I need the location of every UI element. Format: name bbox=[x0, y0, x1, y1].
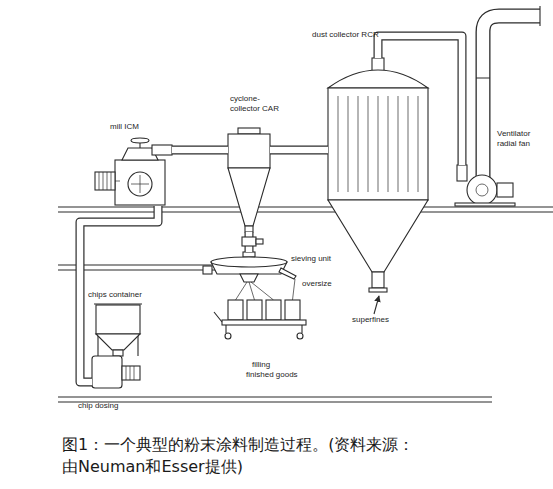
pipe-connector bbox=[80, 206, 158, 382]
dust-collector-illustration bbox=[328, 58, 428, 292]
collector-dome bbox=[328, 70, 428, 88]
equipment-node: chips container bbox=[92, 302, 145, 388]
hopper-frame bbox=[94, 304, 142, 356]
cart-platform bbox=[222, 320, 306, 325]
drum bbox=[228, 300, 243, 320]
fan-motor bbox=[497, 183, 513, 197]
sieve-discharge bbox=[240, 274, 258, 282]
rotary-valve bbox=[242, 237, 256, 246]
figure-caption: 图1：一个典型的粉末涂料制造过程。(资料来源： 由Neuman和Esser提供) bbox=[62, 434, 422, 478]
pipe-connector bbox=[270, 149, 328, 150]
leader-arrow bbox=[374, 296, 379, 314]
part-label: chip dosing bbox=[78, 401, 118, 411]
exhaust-stack bbox=[483, 16, 540, 178]
collector-flange bbox=[369, 288, 387, 292]
part-label: superfines bbox=[352, 315, 389, 325]
equipment-label: dust collector RCR bbox=[312, 30, 379, 40]
cyclone-cylinder bbox=[228, 134, 270, 168]
chips-container-illustration bbox=[92, 304, 142, 388]
plant-details bbox=[242, 237, 263, 246]
fan-base bbox=[455, 203, 515, 206]
floor-lines bbox=[58, 207, 553, 402]
dosing-motor bbox=[122, 366, 140, 380]
drum bbox=[266, 300, 281, 320]
fan-volute bbox=[467, 175, 497, 205]
oversize-spout bbox=[279, 268, 296, 279]
collector-cylinder bbox=[328, 88, 428, 200]
cart-wheel bbox=[225, 333, 231, 339]
motor-fins bbox=[126, 366, 134, 380]
stack-hood bbox=[476, 6, 540, 78]
equipment-label: Ventilator radial fan bbox=[497, 129, 542, 149]
mill-illustration bbox=[95, 138, 172, 205]
exhaust-stack-bore bbox=[483, 16, 540, 178]
equipment-node: Ventilator radial fan bbox=[452, 165, 515, 206]
part-label: filling finished goods bbox=[246, 360, 299, 380]
pipe-wall bbox=[172, 145, 228, 154]
filling-hoses bbox=[236, 279, 296, 300]
pipe-bore bbox=[172, 147, 228, 154]
drum bbox=[247, 300, 262, 320]
sieve-inlet bbox=[243, 252, 255, 257]
equipment-node: cyclone- collector CAR bbox=[228, 128, 270, 232]
pipe-wall bbox=[378, 36, 462, 165]
drum bbox=[285, 300, 300, 320]
cyclone-illustration bbox=[228, 128, 270, 232]
pipe-connector bbox=[378, 36, 462, 165]
equipment-label: sieving unit bbox=[291, 254, 331, 264]
mill-rotor bbox=[128, 172, 152, 196]
cyclone-cone bbox=[228, 168, 270, 226]
collector-cone bbox=[328, 200, 428, 272]
pipe-bore bbox=[270, 147, 328, 154]
collector-neck bbox=[372, 272, 384, 288]
mill-motor bbox=[95, 172, 115, 190]
pipe-wall bbox=[80, 206, 158, 382]
equipment-label: mill ICM bbox=[110, 122, 139, 132]
fan-impeller bbox=[476, 184, 488, 196]
mill-housing bbox=[115, 160, 165, 205]
valve-motor bbox=[256, 239, 263, 244]
mill-outlet bbox=[152, 145, 172, 155]
plant-drawing bbox=[58, 6, 553, 402]
sieve-deck bbox=[211, 257, 287, 267]
pipe-connector bbox=[172, 149, 228, 150]
equipment-node: sieving unit bbox=[207, 252, 291, 282]
ground-floor bbox=[58, 397, 492, 402]
handwheel bbox=[131, 138, 149, 143]
sieve-illustration bbox=[203, 252, 296, 282]
rotor-cross bbox=[131, 175, 149, 193]
cyclone-cap bbox=[238, 128, 260, 134]
cart-frame bbox=[214, 312, 302, 333]
fan-inlet bbox=[457, 165, 467, 181]
hopper-neck bbox=[113, 350, 123, 356]
filter-bags bbox=[338, 96, 418, 192]
motor-fins bbox=[99, 172, 120, 190]
upper-floor bbox=[58, 207, 553, 212]
equipment-node: mill ICM bbox=[92, 138, 172, 206]
equipment-node: dust collector RCR bbox=[328, 58, 428, 292]
cyclone-neck bbox=[245, 226, 253, 232]
equipment-label: cyclone- collector CAR bbox=[230, 94, 284, 114]
pipe-network bbox=[80, 36, 462, 382]
dosing-screw bbox=[92, 356, 122, 388]
filling-station bbox=[214, 279, 306, 339]
hopper-body bbox=[96, 305, 140, 334]
pipe-bore bbox=[378, 36, 462, 165]
part-label: oversize bbox=[302, 279, 332, 289]
pipe-bore bbox=[80, 206, 158, 382]
fan-illustration bbox=[455, 6, 540, 206]
cart-wheel bbox=[297, 333, 303, 339]
vibrator-motor bbox=[203, 266, 212, 274]
hopper-funnel bbox=[96, 334, 140, 350]
pipe-wall bbox=[270, 145, 328, 154]
equipment-label: chips container bbox=[88, 290, 142, 300]
